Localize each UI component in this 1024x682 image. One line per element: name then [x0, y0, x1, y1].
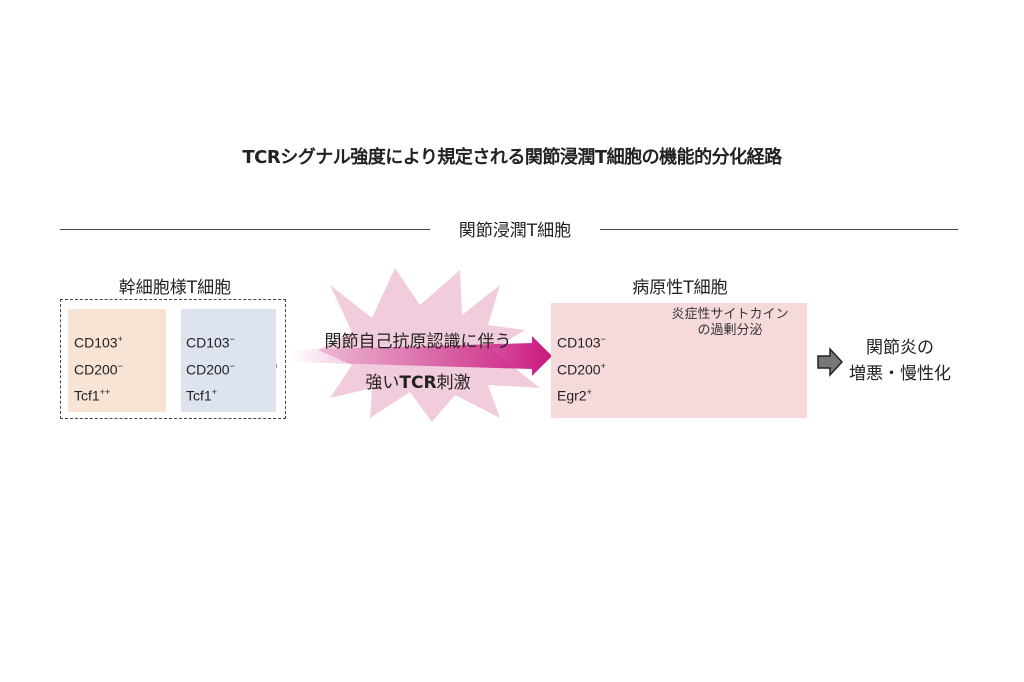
marker: CD200−	[186, 355, 235, 382]
outcome-arrow-icon	[817, 347, 844, 377]
marker-sign: −	[117, 360, 123, 371]
stimulus-tcr: TCR	[399, 373, 437, 393]
marker-name: Egr2	[557, 387, 587, 404]
cytokine-label: 炎症性サイトカイン の過剰分泌	[650, 307, 810, 339]
marker-sign: +	[586, 387, 592, 398]
marker-name: CD200	[557, 361, 601, 378]
marker-sign: +	[117, 334, 123, 344]
marker-name: CD103	[74, 334, 118, 351]
burst-shape	[318, 268, 540, 422]
marker-name: Tcf1	[74, 387, 100, 404]
cytokine-line1: 炎症性サイトカイン	[671, 307, 789, 322]
stimulus-line1: 関節自己抗原認識に伴う	[324, 332, 512, 352]
marker-sign: −	[600, 334, 606, 344]
marker: CD200+	[557, 355, 606, 382]
marker: Tcf1+	[186, 381, 235, 408]
diagram-title: TCRシグナル強度により規定される関節浸潤T細胞の機能的分化経路	[242, 147, 782, 168]
marker: CD103−	[186, 328, 235, 355]
marker-sign: −	[229, 360, 235, 371]
marker-list: CD103+CD200−Tcf1++	[74, 328, 123, 408]
marker: CD200−	[74, 355, 123, 382]
marker: Egr2+	[557, 381, 606, 408]
marker-list: CD103−CD200−Tcf1+	[186, 328, 235, 408]
subset-cd103neg	[181, 309, 276, 412]
marker-sign: ++	[99, 387, 111, 398]
marker-name: CD200	[74, 361, 118, 378]
marker-sign: +	[600, 360, 606, 371]
outcome-text: 関節炎の 増悪・慢性化	[845, 335, 955, 387]
marker-list: CD103−CD200+Egr2+	[557, 328, 606, 408]
marker-name: CD103	[186, 334, 230, 351]
marker-sign: +	[211, 387, 217, 398]
stimulus-pre: 強い	[365, 373, 400, 393]
outcome-line2: 増悪・慢性化	[849, 364, 951, 384]
marker-name: Tcf1	[186, 387, 212, 404]
stimulus-line2: 強いTCR刺激	[298, 368, 538, 393]
marker: CD103+	[74, 328, 123, 355]
marker-name: CD200	[186, 361, 230, 378]
marker-name: CD103	[557, 334, 601, 351]
pathogenic-box	[551, 303, 807, 418]
marker: Tcf1++	[74, 381, 123, 408]
section-label: 関節浸潤T細胞	[430, 216, 600, 241]
stem-group-label: 幹細胞様T細胞	[118, 278, 232, 298]
marker: CD103−	[557, 328, 606, 355]
marker-sign: −	[229, 334, 235, 344]
stimulus-post: 刺激	[436, 373, 471, 393]
stem-group-box	[60, 299, 286, 419]
stimulus-arrow	[290, 336, 552, 376]
cytokine-line2: の過剰分泌	[697, 323, 763, 338]
subset-cd103pos	[68, 309, 166, 412]
pathogenic-label: 病原性T細胞	[632, 278, 728, 298]
outcome-line1: 関節炎の	[866, 338, 934, 358]
